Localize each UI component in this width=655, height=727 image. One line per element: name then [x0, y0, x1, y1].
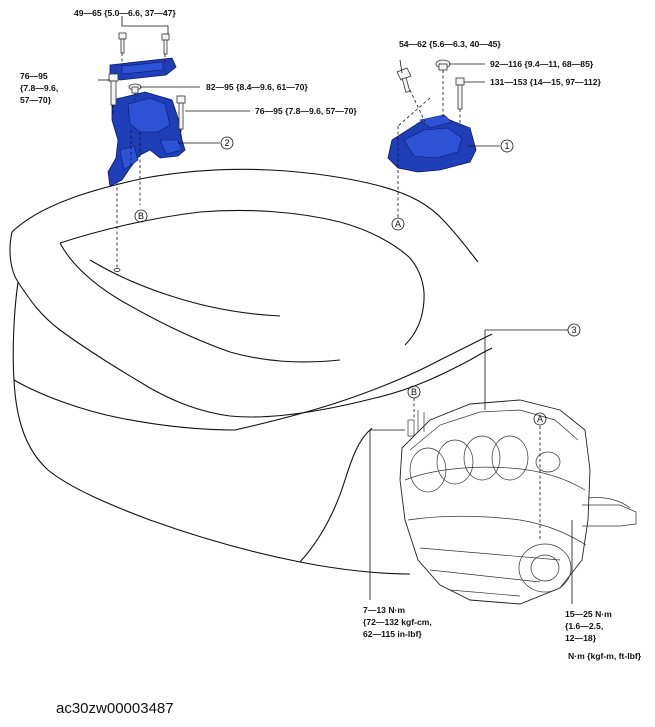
torque-label-2b: {7.8—9.6,: [20, 83, 58, 93]
callout-3-label: 3: [571, 325, 576, 335]
vehicle-body-outline: [9, 168, 493, 575]
torque-label-2a: 76—95: [20, 71, 48, 81]
torque-label-8c: 62—115 in-lbf}: [363, 629, 422, 639]
torque-label-7: 131—153 {14—15, 97—112}: [490, 77, 602, 87]
torque-label-4: 76—95 {7.8—9.6, 57—70}: [255, 106, 357, 116]
ref-a-lower: A: [533, 412, 547, 426]
units-label: N·m {kgf-m, ft-lbf}: [568, 651, 642, 661]
left-mount-bracket: [107, 32, 186, 272]
torque-label-8b: {72—132 kgf-cm,: [363, 617, 432, 627]
torque-label-9c: 12—18}: [565, 633, 597, 643]
ref-b-upper-label: B: [138, 211, 144, 221]
leader-lines: [98, 16, 573, 604]
torque-label-8a: 7—13 N·m: [363, 605, 405, 615]
torque-label-6: 92—116 {9.4—11, 68—85}: [490, 59, 594, 69]
engine-transaxle: [399, 399, 637, 605]
torque-label-9b: {1.6—2.5,: [565, 621, 603, 631]
ref-b-lower: B: [407, 385, 421, 399]
torque-label-3: 82—95 {8.4—9.6, 61—70}: [206, 82, 308, 92]
torque-label-2c: 57—70}: [20, 95, 52, 105]
ref-a-upper: A: [391, 217, 405, 231]
right-engine-mount: [387, 59, 477, 218]
callout-2-label: 2: [224, 138, 229, 148]
callout-2: 2: [220, 136, 234, 150]
ref-a-upper-label: A: [395, 219, 401, 229]
ref-a-lower-label: A: [537, 414, 543, 424]
callout-1-label: 1: [504, 141, 509, 151]
ref-b-lower-label: B: [411, 387, 417, 397]
ref-b-upper: B: [134, 209, 148, 223]
torque-label-9a: 15—25 N·m: [565, 609, 612, 619]
callout-3: 3: [567, 323, 581, 337]
callout-1: 1: [500, 139, 514, 153]
figure-code: ac30zw00003487: [56, 700, 174, 717]
torque-label-1: 49—65 {5.0—6.6, 37—47}: [74, 8, 176, 18]
torque-label-5: 54—62 {5.6—6.3, 40—45}: [399, 39, 501, 49]
